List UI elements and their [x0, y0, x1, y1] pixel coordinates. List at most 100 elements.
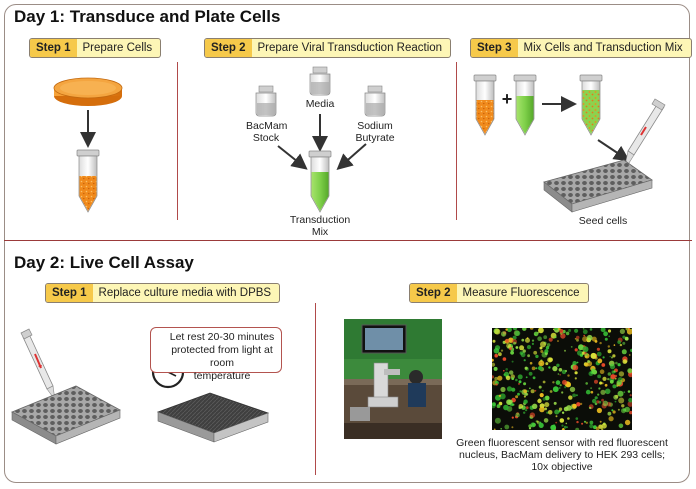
cell-dot: [609, 379, 614, 384]
cell-dot: [628, 354, 631, 356]
cell-dot: [618, 371, 625, 377]
step-number: Step 3: [471, 39, 518, 57]
cell-dot: [576, 361, 579, 364]
mixed-tube-icon: [579, 74, 603, 136]
cell-dot: [617, 390, 624, 397]
cell-dot: [617, 340, 622, 344]
cell-dot: [536, 420, 539, 423]
day-separator: [4, 240, 692, 241]
cell-dot: [529, 361, 533, 365]
cell-dot: [581, 422, 584, 425]
cell-dot: [578, 344, 584, 351]
cell-dot: [538, 328, 544, 334]
cell-dot: [617, 377, 623, 383]
cell-dot: [602, 400, 609, 407]
caption-line3: 10x objective: [531, 461, 593, 473]
cell-dot: [523, 389, 528, 394]
cell-dot: [519, 390, 522, 393]
cell-dot: [534, 389, 537, 392]
cell-dot: [555, 421, 558, 424]
cell-dot: [558, 368, 563, 372]
cell-dot: [603, 331, 608, 337]
cell-dot: [525, 409, 528, 412]
cell-dot: [604, 388, 611, 395]
well-plate-day2-icon: [11, 385, 121, 445]
cell-dot: [596, 407, 602, 414]
media-bottle-icon: [309, 66, 331, 96]
cell-dot: [585, 389, 591, 395]
cell-dot: [537, 336, 542, 341]
sodium-label-line1: Sodium: [357, 120, 393, 132]
cell-dot: [558, 387, 561, 389]
bacmam-bottle-icon: [255, 85, 277, 117]
cell-dot: [575, 427, 580, 430]
cell-dot: [523, 359, 526, 362]
cell-dot: [564, 349, 566, 352]
step-number: Step 1: [46, 284, 93, 302]
cell-dot: [574, 377, 577, 380]
cell-dot: [558, 407, 563, 411]
cell-dot: [597, 358, 603, 364]
cell-dot: [590, 387, 592, 389]
cell-dot: [547, 410, 553, 415]
cell-dot: [597, 374, 601, 379]
fluorescence-cells-icon: [492, 328, 632, 430]
cell-dot: [502, 357, 507, 361]
cell-dot: [549, 390, 553, 393]
cell-dot: [529, 328, 534, 330]
cell-dot: [621, 408, 626, 414]
cell-dot: [577, 350, 583, 356]
pipette-icon: [623, 98, 666, 172]
cell-dot: [604, 383, 608, 387]
cell-dot: [530, 389, 535, 394]
cell-dot: [511, 403, 514, 406]
cell-dot: [500, 331, 507, 337]
cell-dot: [546, 343, 551, 347]
cell-dot: [575, 335, 580, 340]
cell-dot: [626, 328, 632, 335]
cell-dot: [494, 328, 501, 335]
cell-dot: [617, 408, 620, 411]
cell-dot: [520, 352, 526, 358]
cell-dot: [609, 355, 611, 358]
cell-dot: [566, 426, 568, 429]
cell-dot: [492, 402, 496, 407]
cell-dot: [589, 406, 592, 410]
fluorescence-caption: Green fluorescent sensor with red fluore…: [440, 437, 684, 473]
note-line3: temperature: [193, 370, 251, 382]
cell-dot: [514, 330, 521, 336]
cell-dot: [499, 393, 506, 400]
cell-dot: [569, 386, 576, 393]
cell-dot: [521, 338, 525, 342]
cell-dot: [613, 394, 619, 400]
cell-dot: [538, 385, 542, 389]
cell-dot: [532, 403, 538, 409]
media-label: Media: [305, 98, 335, 110]
cell-dot: [624, 336, 629, 341]
cell-dot: [494, 353, 498, 358]
cell-dot: [544, 402, 550, 408]
cell-dot: [533, 331, 539, 337]
microscope-photo: [344, 319, 442, 439]
cell-dot: [619, 343, 623, 347]
cell-dot: [602, 402, 605, 404]
cell-dot: [525, 376, 528, 379]
cell-dot: [498, 352, 502, 357]
cell-dot: [594, 356, 598, 360]
cell-dot: [602, 376, 607, 381]
cell-dot: [612, 354, 616, 358]
day2-step2-badge: Step 2 Measure Fluorescence: [409, 283, 589, 303]
cell-dot: [525, 337, 530, 343]
cell-dot: [592, 398, 597, 404]
step-number: Step 2: [205, 39, 252, 57]
cell-dot: [531, 339, 535, 342]
transduction-label-line1: Transduction: [289, 214, 351, 226]
cell-dot: [609, 364, 616, 370]
well-plate-icon: [543, 159, 653, 213]
bacmam-label: BacMam Stock: [246, 120, 287, 144]
transduction-mix-label: Transduction Mix: [285, 214, 355, 238]
cell-dot: [526, 345, 532, 350]
cell-dot: [622, 341, 626, 345]
cell-dot: [602, 356, 605, 359]
